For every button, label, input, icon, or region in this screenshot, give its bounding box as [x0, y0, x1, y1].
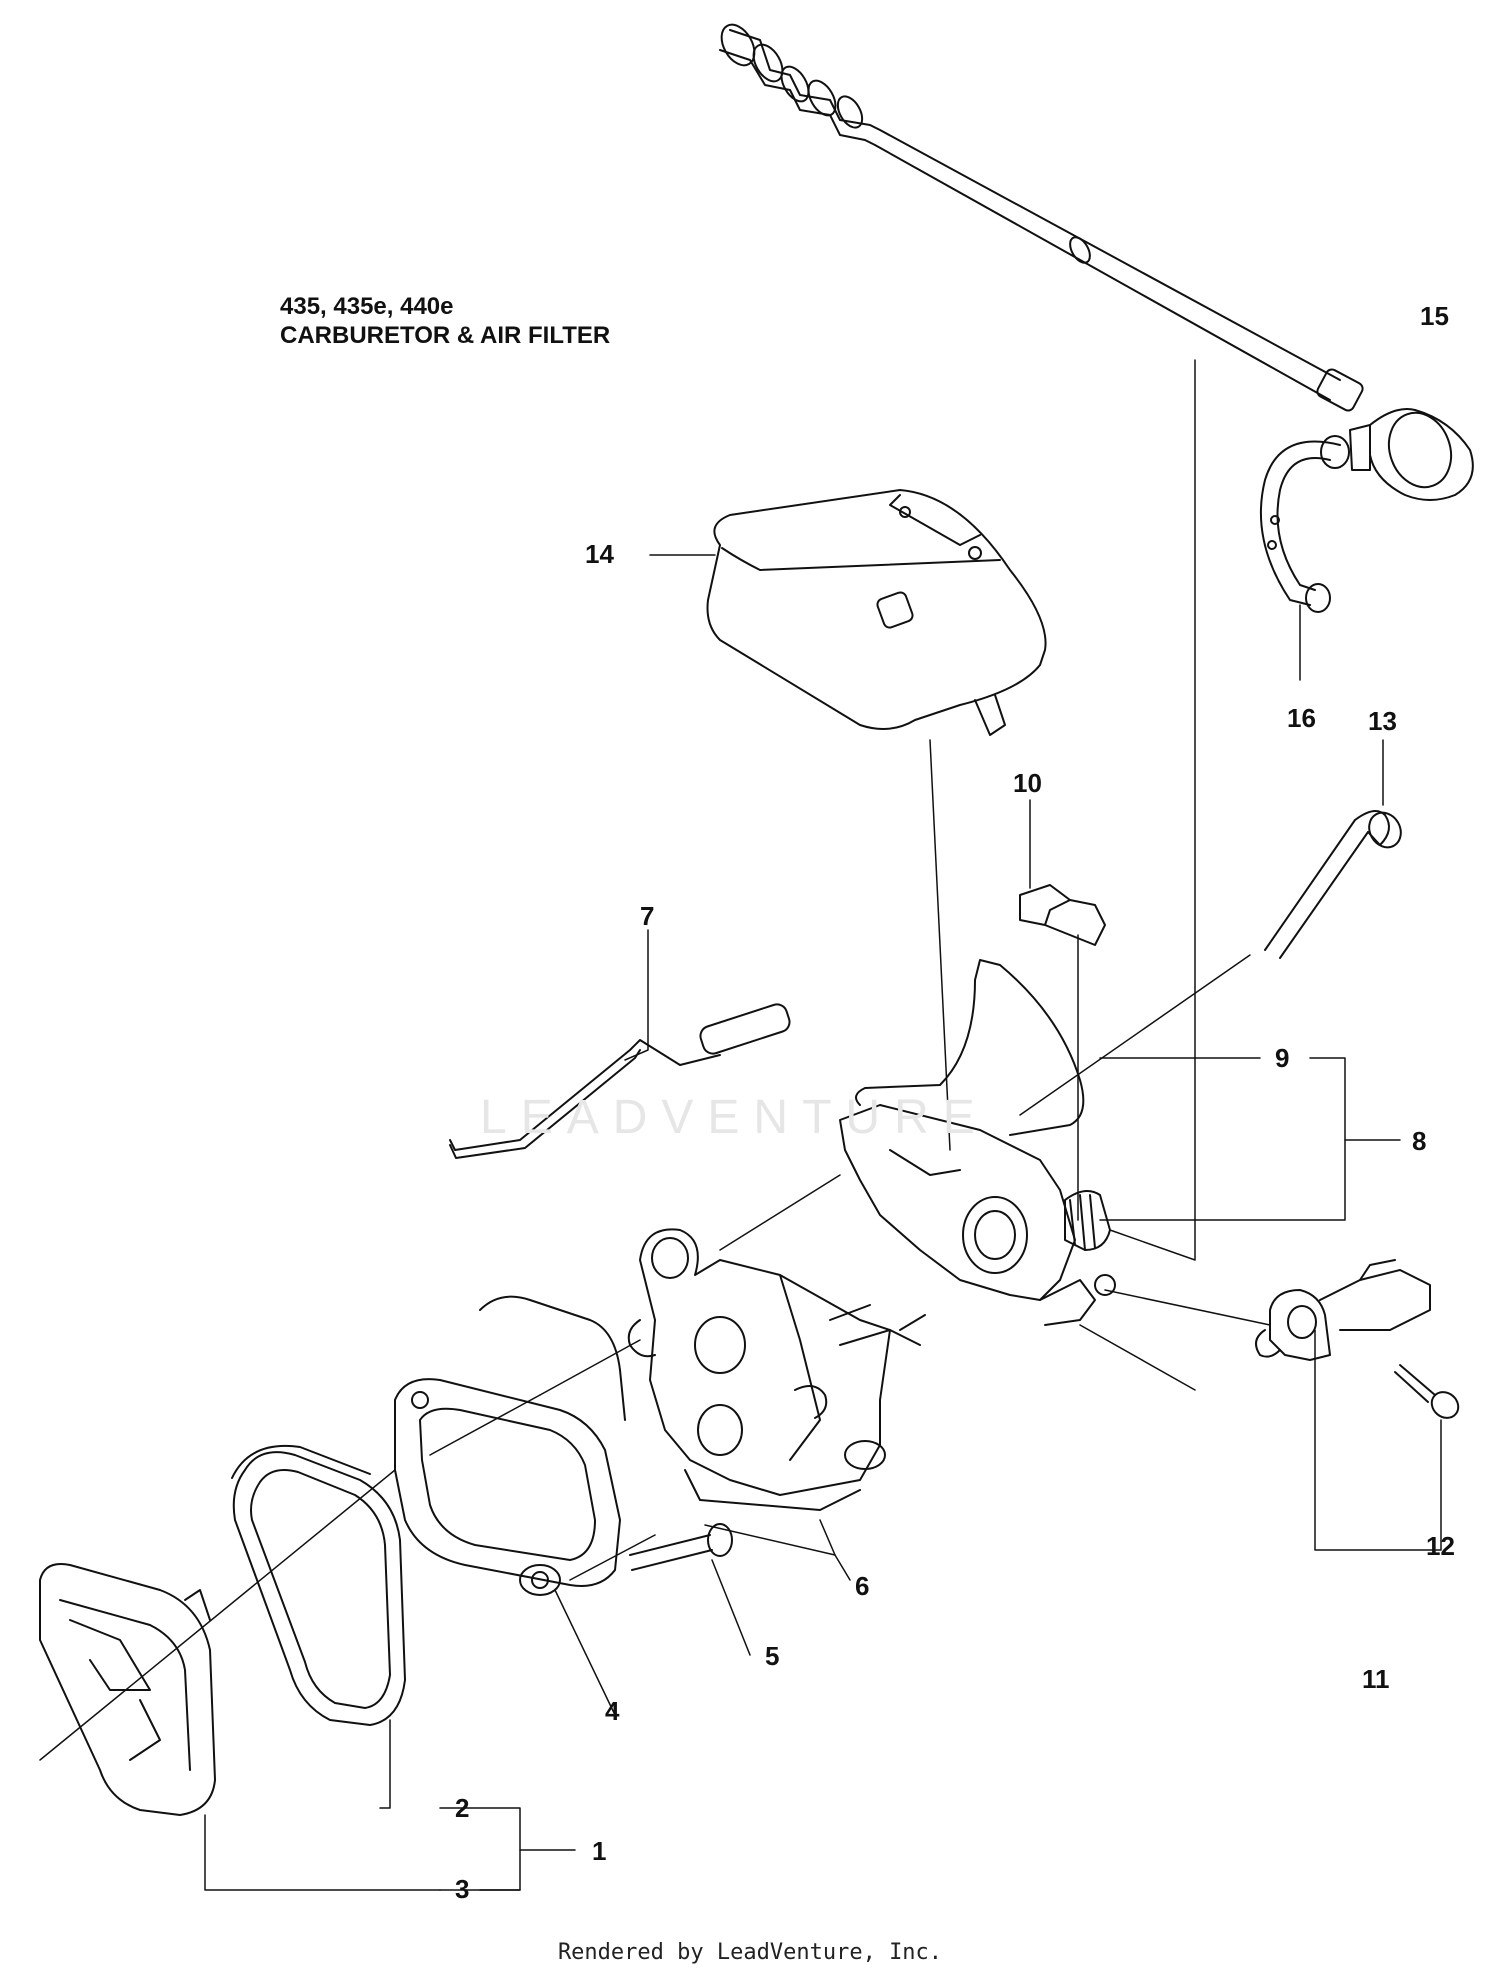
throttle-wire [855, 959, 1085, 1136]
footer-credit: Rendered by LeadVenture, Inc. [557, 1940, 943, 1965]
callout-8: 8 [1412, 1126, 1426, 1156]
model-list: 435, 435e, 440e [280, 293, 454, 320]
section-title: CARBURETOR & AIR FILTER [280, 322, 611, 349]
filter-holder [39, 1563, 216, 1816]
callout-2: 2 [455, 1793, 469, 1823]
fuel-line-assembly [719, 23, 1364, 412]
callout-16: 16 [1287, 703, 1316, 733]
callout-1: 1 [592, 1836, 606, 1866]
callout-numbers: 1 2 3 4 5 6 7 8 9 10 11 12 13 14 15 16 [455, 301, 1455, 1904]
watermark: LEADVENTURE [480, 1091, 989, 1144]
air-filter-element [231, 1445, 406, 1726]
callout-6: 6 [855, 1571, 869, 1601]
callout-3: 3 [455, 1874, 469, 1904]
callout-7: 7 [640, 901, 654, 931]
choke-lever [1255, 1259, 1431, 1361]
callout-15: 15 [1420, 301, 1449, 331]
small-screw [1394, 1364, 1460, 1419]
primer-bulb [1349, 408, 1474, 501]
fuel-hose-bracket [1259, 435, 1350, 613]
callout-4: 4 [605, 1696, 620, 1726]
long-screw [1264, 810, 1402, 959]
air-filter-cover [706, 489, 1047, 736]
callout-10: 10 [1013, 768, 1042, 798]
diagram-title: 435, 435e, 440e CARBURETOR & AIR FILTER [280, 292, 610, 350]
callout-9: 9 [1275, 1043, 1289, 1073]
gasket-screw [629, 1523, 733, 1571]
callout-14: 14 [585, 539, 614, 569]
callout-leaders [204, 554, 1442, 1891]
callout-5: 5 [765, 1641, 779, 1671]
throttle-clip [1019, 884, 1106, 946]
carburetor-gasket [394, 1295, 626, 1596]
callout-12: 12 [1426, 1531, 1455, 1561]
callout-11: 11 [1362, 1664, 1390, 1694]
callout-13: 13 [1368, 706, 1397, 736]
leader-lines [39, 359, 1271, 1761]
carburetor [627, 1228, 926, 1511]
